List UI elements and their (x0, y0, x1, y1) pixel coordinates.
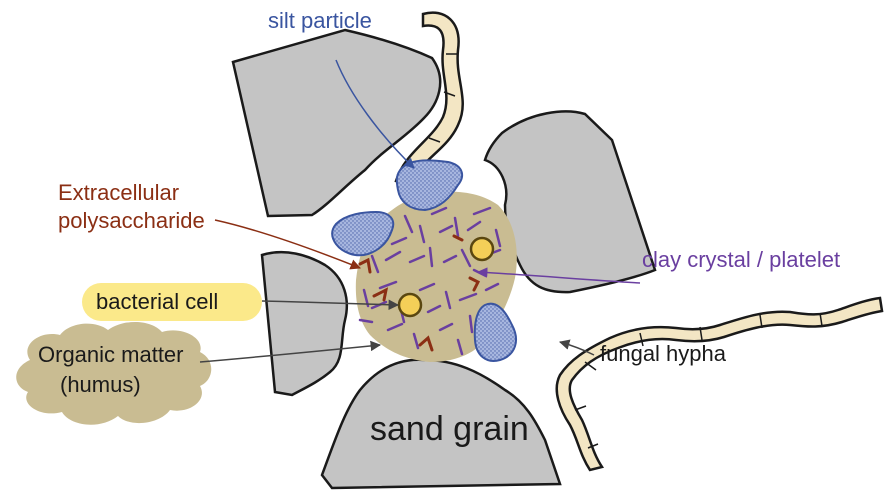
sand-label: sand grain (370, 410, 529, 448)
silt-label: silt particle (268, 8, 372, 33)
bacterial-cell-2 (399, 294, 421, 316)
organic-label-line1: Organic matter (38, 342, 184, 367)
fungal-hypha-right (557, 298, 882, 470)
organic-label-line2: (humus) (60, 372, 141, 397)
hypha-label: fungal hypha (600, 341, 727, 366)
eps-label-line1: Extracellular (58, 180, 179, 205)
bacterial-cell-1 (471, 238, 493, 260)
clay-label: clay crystal / platelet (642, 247, 840, 272)
silt-particle-bottom (475, 304, 516, 361)
sand-grain-left (262, 252, 347, 395)
bacterial-label: bacterial cell (96, 289, 218, 314)
eps-label-line2: polysaccharide (58, 208, 205, 233)
